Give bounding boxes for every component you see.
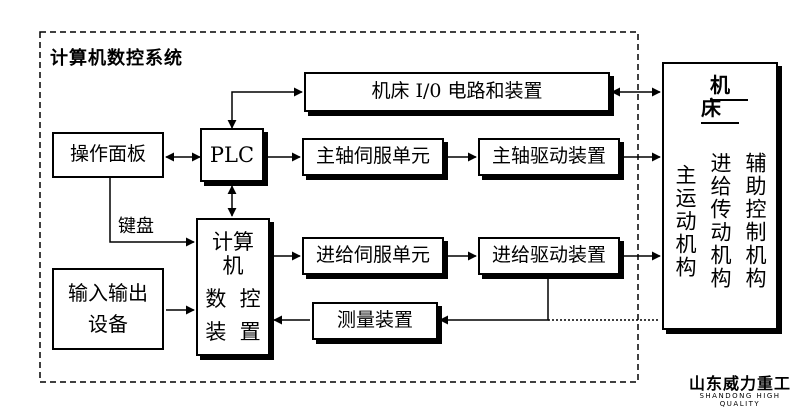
computer-nc-line3: 装 置 <box>205 319 261 344</box>
feed-servo-box: 进给伺服单元 <box>302 237 444 275</box>
operator-panel-box: 操作面板 <box>52 132 164 178</box>
spindle-drive-label: 主轴驱动装置 <box>491 145 606 168</box>
io-device-line1: 输入输出 <box>68 281 148 305</box>
feed-drive-label: 进给驱动装置 <box>491 244 606 267</box>
system-title: 计算机数控系统 <box>50 48 183 69</box>
system-boundary <box>39 31 639 383</box>
machine-mechanisms: 辅助控制机构 进给传动机构 主运动机构 <box>673 128 767 314</box>
measure-label: 测量装置 <box>336 309 413 332</box>
aux-control-label: 辅助控制机构 <box>742 152 767 290</box>
feed-drive-box: 进给驱动装置 <box>478 237 620 275</box>
keyboard-label: 键盘 <box>118 212 154 238</box>
spindle-servo-label: 主轴伺服单元 <box>315 145 430 168</box>
computer-nc-line2: 数 控 <box>205 286 261 311</box>
spindle-servo-box: 主轴伺服单元 <box>302 138 444 176</box>
machine-tool-box: 机 床 辅助控制机构 进给传动机构 主运动机构 <box>662 62 778 330</box>
machine-tool-title: 机 床 <box>664 73 776 124</box>
computer-nc-line1: 计算机 <box>212 230 254 279</box>
feed-transmission-label: 进给传动机构 <box>708 152 733 290</box>
arrow-plc-io <box>227 87 303 129</box>
io-circuit-label: 机床 I/0 电路和装置 <box>371 80 543 103</box>
brand-logo: 山东威力重工 SHANDONG HIGH QUALITY <box>680 370 800 408</box>
io-device-box: 输入输出 设备 <box>52 268 164 350</box>
operator-panel-label: 操作面板 <box>69 143 146 166</box>
logo-main-text: 山东威力重工 <box>688 374 791 393</box>
logo-sub-text: SHANDONG HIGH QUALITY <box>699 392 781 408</box>
plc-box: PLC <box>200 128 264 182</box>
io-device-line2: 设备 <box>88 312 128 336</box>
measure-box: 测量装置 <box>312 302 438 340</box>
plc-label: PLC <box>209 142 255 167</box>
arrow-keyboard-computer <box>109 176 195 247</box>
arrow-drive-measure <box>439 278 549 325</box>
spindle-drive-box: 主轴驱动装置 <box>478 138 620 176</box>
main-motion-label: 主运动机构 <box>673 163 698 279</box>
computer-nc-box: 计算机 数 控 装 置 <box>196 218 270 356</box>
io-circuit-box: 机床 I/0 电路和装置 <box>304 72 610 112</box>
feed-servo-label: 进给伺服单元 <box>315 244 430 267</box>
